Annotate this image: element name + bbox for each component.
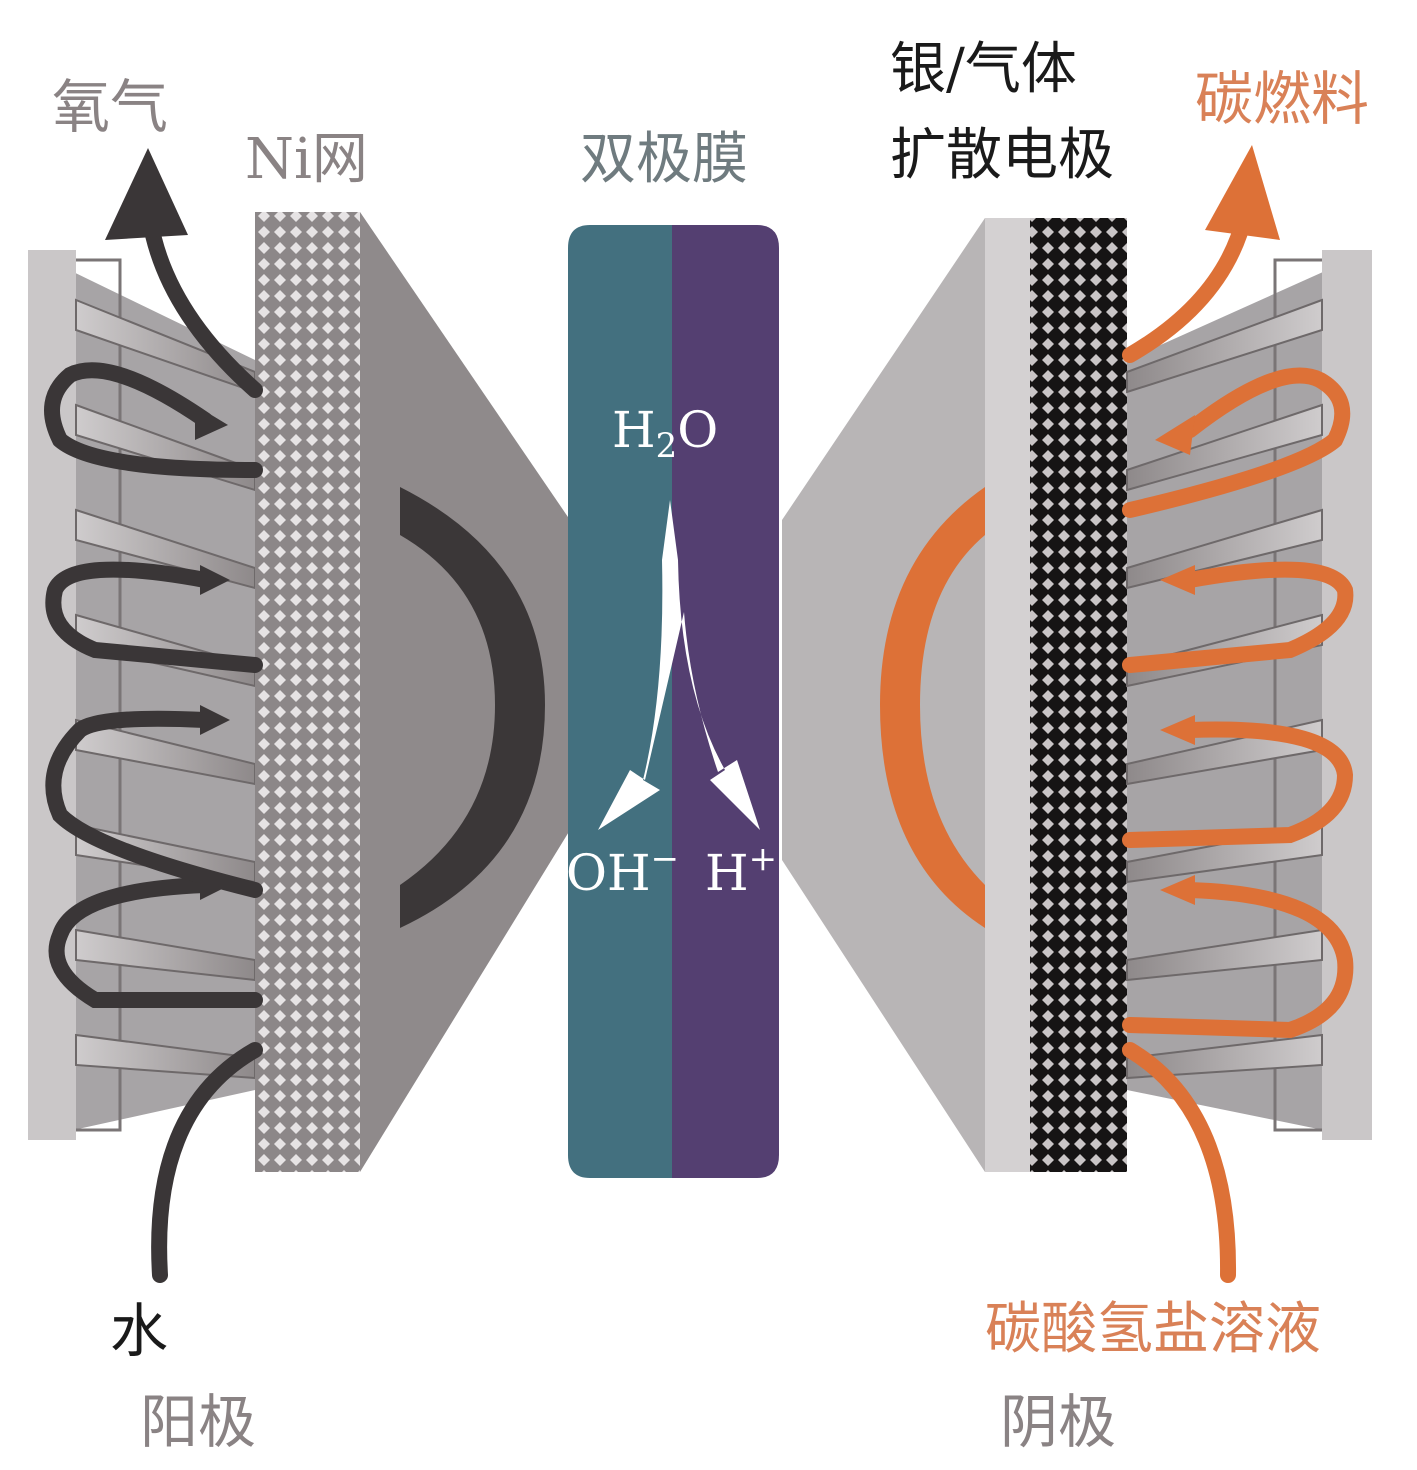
h2o-base-o: O xyxy=(677,401,718,459)
ni-mesh xyxy=(255,212,360,1172)
silver-gde-label-line1: 银/气体 xyxy=(890,42,1077,98)
proton-formula: H+ xyxy=(705,842,777,898)
water-label: 水 xyxy=(110,1302,168,1360)
h-base: H xyxy=(705,844,749,902)
hydroxide-formula: OH− xyxy=(566,842,679,898)
silver-gde-label-line2: 扩散电极 xyxy=(890,128,1114,184)
carbon-fuel-label: 碳燃料 xyxy=(1195,70,1369,128)
h2o-subscript: 2 xyxy=(656,426,678,466)
h2o-formula: H2O xyxy=(612,405,718,463)
anode-label: 阳极 xyxy=(140,1393,256,1451)
bicarbonate-solution-label: 碳酸氢盐溶液 xyxy=(985,1302,1321,1358)
cathode-label: 阴极 xyxy=(1000,1393,1116,1451)
oh-base: OH xyxy=(566,844,651,902)
bipolar-membrane xyxy=(568,225,779,1178)
h2o-base-h: H xyxy=(612,401,656,459)
silver-gas-diffusion-electrode xyxy=(1030,218,1127,1172)
h-superscript: + xyxy=(749,839,778,879)
bipolar-membrane-label: 双极膜 xyxy=(580,132,748,188)
ni-mesh-label: Ni网 xyxy=(245,132,368,188)
silver-gde-frame xyxy=(985,218,1030,1172)
oh-superscript: − xyxy=(651,839,680,879)
oxygen-label: 氧气 xyxy=(52,78,168,136)
